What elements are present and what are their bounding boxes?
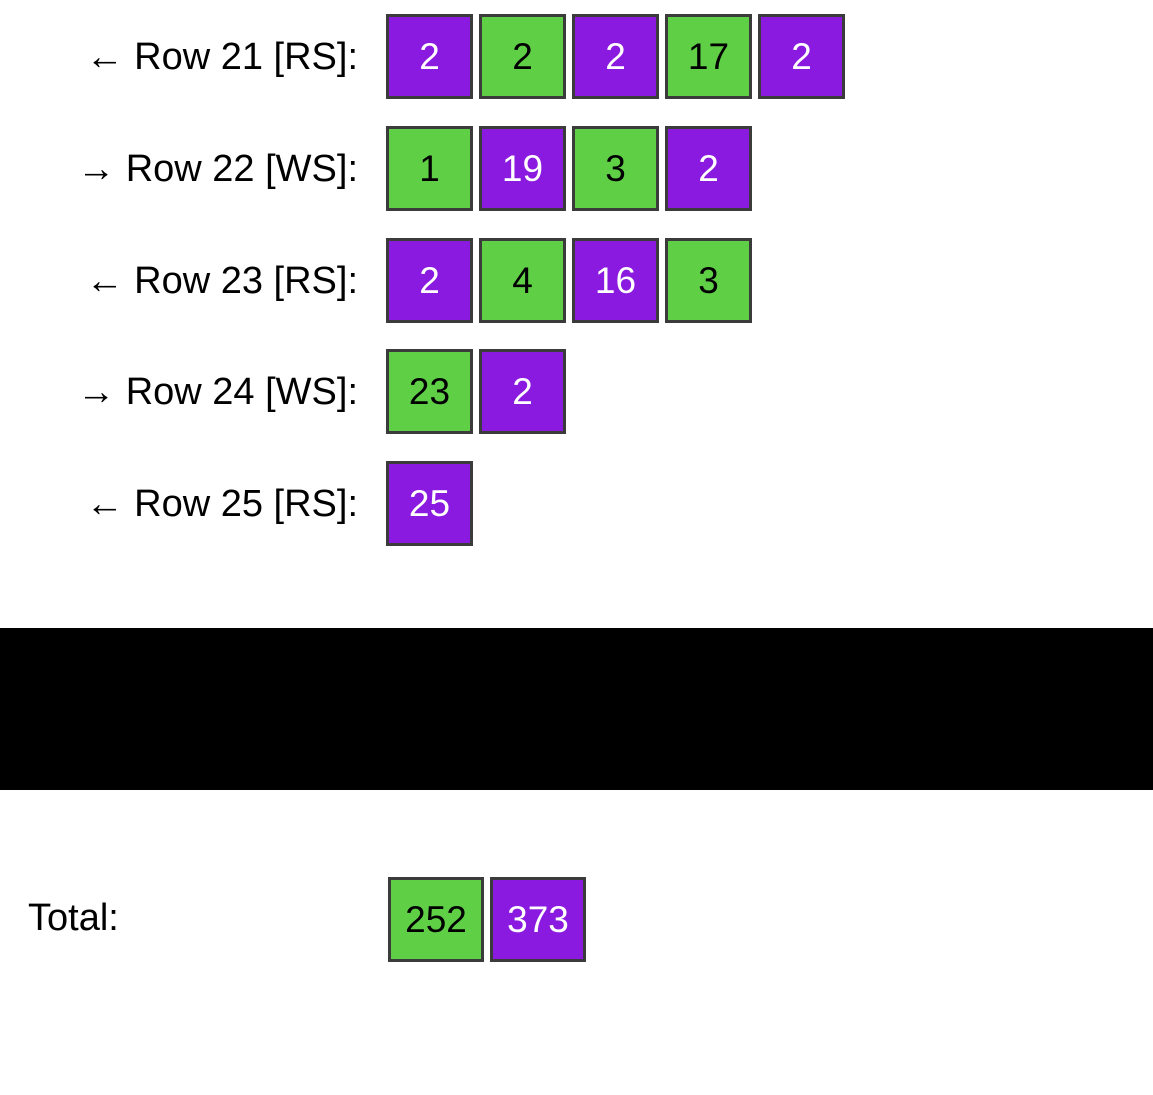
run-cell: 2 [665,126,752,211]
scan-row-label: ← Row 21 [RS]: [85,36,358,78]
scan-row-cells: 25 [386,461,473,546]
total-cell: 252 [388,877,484,962]
run-cell: 16 [572,238,659,323]
run-cell: 25 [386,461,473,546]
run-cell: 2 [479,349,566,434]
scan-row-label: ← Row 25 [RS]: [85,483,358,525]
separator-band [0,628,1153,790]
scan-row: ← Row 25 [RS]: 25 [0,461,1153,547]
totals-label: Total: [28,897,119,939]
scan-row-label: → Row 22 [WS]: [77,148,358,190]
run-cell: 2 [479,14,566,99]
run-cell: 4 [479,238,566,323]
run-cell: 2 [758,14,845,99]
scan-row-label: ← Row 23 [RS]: [85,260,358,302]
run-cell: 1 [386,126,473,211]
run-cell: 3 [665,238,752,323]
total-cell: 373 [490,877,586,962]
run-cell: 2 [386,238,473,323]
run-cell: 2 [572,14,659,99]
run-cell: 19 [479,126,566,211]
run-cell: 2 [386,14,473,99]
run-cell: 23 [386,349,473,434]
run-cell: 3 [572,126,659,211]
scan-row-label: → Row 24 [WS]: [77,371,358,413]
run-cell: 17 [665,14,752,99]
